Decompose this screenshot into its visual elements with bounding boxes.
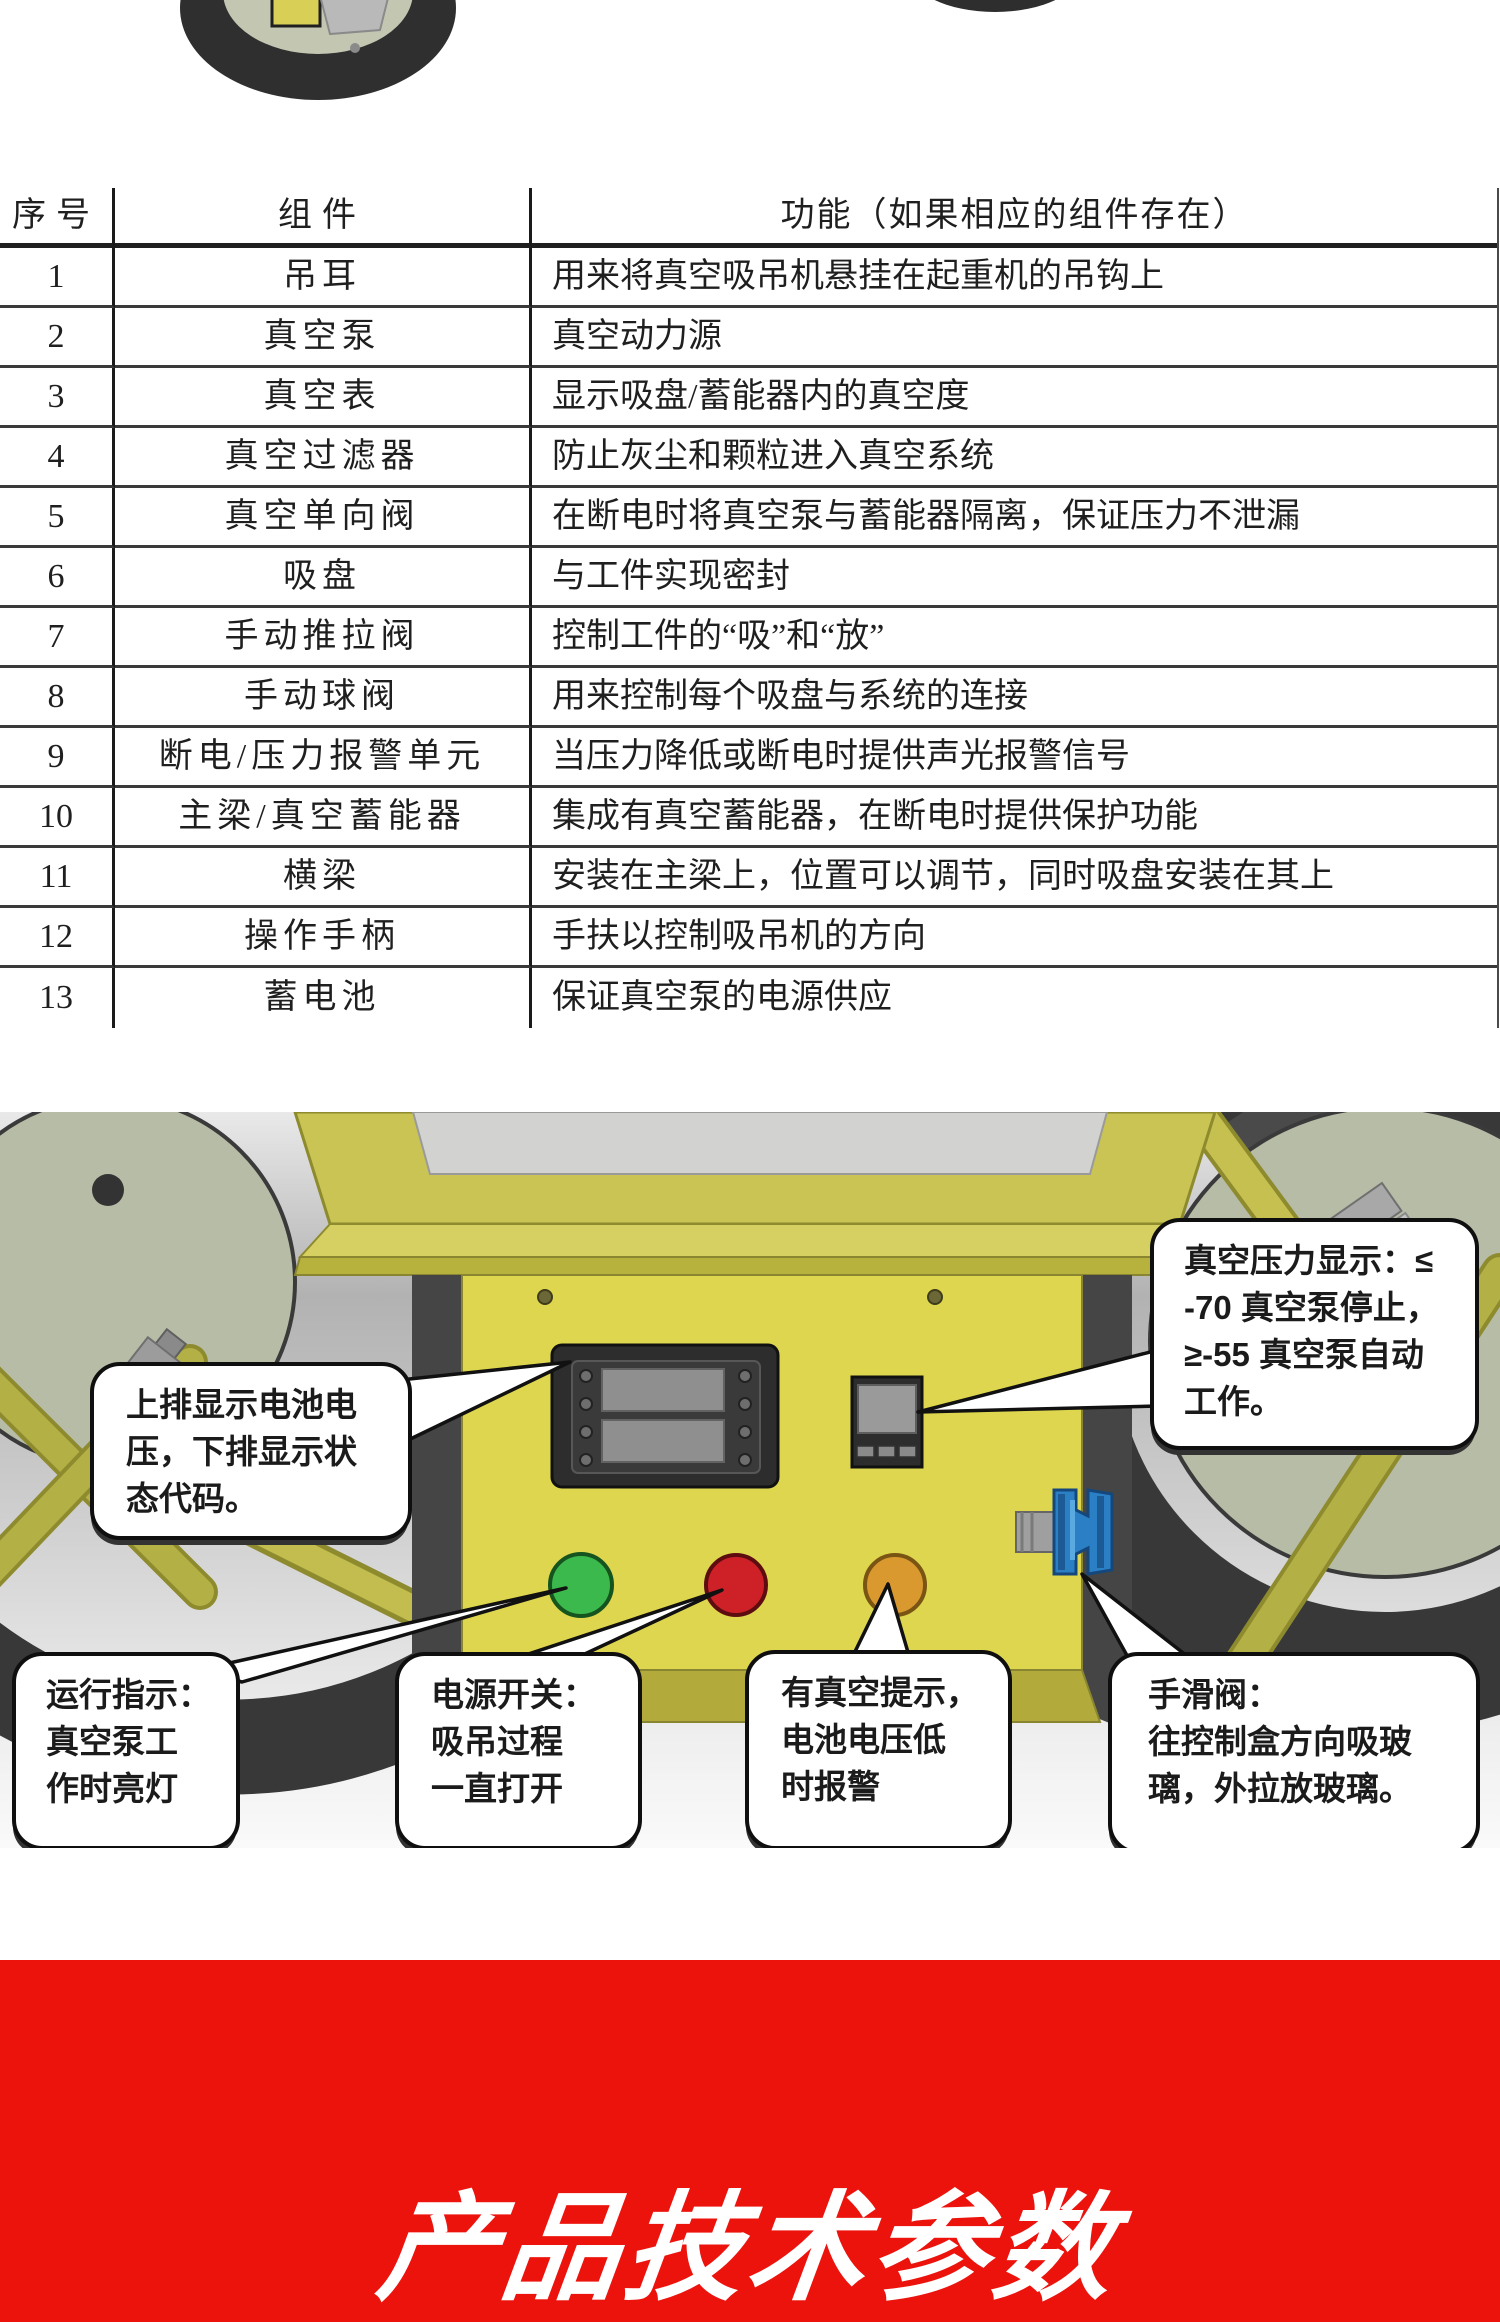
cell-no: 5 [0, 488, 115, 548]
cell-no: 6 [0, 548, 115, 608]
callout-run-indicator: 运行指示： 真空泵工 作时亮灯 [12, 1652, 240, 1848]
cell-no: 1 [0, 248, 115, 308]
table-header-row: 序号 组件 功能（如果相应的组件存在） [0, 188, 1497, 248]
cell-component: 吊耳 [115, 248, 532, 308]
hand-slide-valve [1015, 1488, 1114, 1576]
status-code-screen [601, 1419, 725, 1463]
panel-screw [927, 1289, 943, 1305]
cell-function: 集成有真空蓄能器，在断电时提供保护功能 [532, 788, 1497, 848]
panel-screw [537, 1289, 553, 1305]
table-row: 10 主梁/真空蓄能器 集成有真空蓄能器，在断电时提供保护功能 [0, 788, 1497, 848]
callout-vacuum-pressure: 真空压力显示：≤ -70 真空泵停止， ≥-55 真空泵自动 工作。 [1150, 1218, 1479, 1450]
suction-cup-bracket [320, 0, 389, 36]
cell-function: 手扶以控制吸吊机的方向 [532, 908, 1497, 968]
cell-function: 真空动力源 [532, 308, 1497, 368]
table-row: 7 手动推拉阀 控制工件的“吸”和“放” [0, 608, 1497, 668]
suction-cup-fitting [270, 0, 322, 28]
table-row: 13 蓄电池 保证真空泵的电源供应 [0, 968, 1497, 1028]
table-row: 9 断电/压力报警单元 当压力降低或断电时提供声光报警信号 [0, 728, 1497, 788]
cell-component: 蓄电池 [115, 968, 532, 1028]
section-banner: 产品技术参数 [0, 1960, 1500, 2322]
components-table: 序号 组件 功能（如果相应的组件存在） 1 吊耳 用来将真空吸吊机悬挂在起重机的… [0, 188, 1499, 1028]
table-row: 11 横梁 安装在主梁上，位置可以调节，同时吸盘安装在其上 [0, 848, 1497, 908]
header-component: 组件 [115, 188, 532, 248]
header-no: 序号 [0, 188, 115, 248]
cell-no: 8 [0, 668, 115, 728]
suction-cup-photo [180, 0, 1056, 100]
table-row: 12 操作手柄 手扶以控制吸吊机的方向 [0, 908, 1497, 968]
cell-component: 主梁/真空蓄能器 [115, 788, 532, 848]
cell-function: 用来将真空吸吊机悬挂在起重机的吊钩上 [532, 248, 1497, 308]
cell-function: 与工件实现密封 [532, 548, 1497, 608]
cell-no: 10 [0, 788, 115, 848]
left-cup-hole [92, 1174, 124, 1206]
cell-component: 真空表 [115, 368, 532, 428]
battery-display [550, 1343, 780, 1489]
cell-function: 用来控制每个吸盘与系统的连接 [532, 668, 1497, 728]
section-banner-title: 产品技术参数 [371, 2183, 1126, 2315]
cell-function: 控制工件的“吸”和“放” [532, 608, 1497, 668]
cell-component: 手动推拉阀 [115, 608, 532, 668]
run-indicator-light [548, 1552, 614, 1618]
cell-no: 2 [0, 308, 115, 368]
suction-cup-bolt [350, 43, 360, 53]
header-function: 功能（如果相应的组件存在） [532, 188, 1497, 248]
table-row: 2 真空泵 真空动力源 [0, 308, 1497, 368]
cell-no: 13 [0, 968, 115, 1028]
cell-no: 12 [0, 908, 115, 968]
callout-hand-valve: 手滑阀： 往控制盒方向吸玻 璃，外拉放玻璃。 [1108, 1652, 1480, 1848]
cell-component: 操作手柄 [115, 908, 532, 968]
table-row: 3 真空表 显示吸盘/蓄能器内的真空度 [0, 368, 1497, 428]
callout-vacuum-alert: 有真空提示， 电池电压低 时报警 [745, 1650, 1012, 1848]
table-row: 5 真空单向阀 在断电时将真空泵与蓄能器隔离，保证压力不泄漏 [0, 488, 1497, 548]
cell-component: 真空过滤器 [115, 428, 532, 488]
cell-function: 显示吸盘/蓄能器内的真空度 [532, 368, 1497, 428]
callout-power-switch: 电源开关： 吸吊过程 一直打开 [395, 1652, 642, 1848]
table-row: 8 手动球阀 用来控制每个吸盘与系统的连接 [0, 668, 1497, 728]
table-row: 4 真空过滤器 防止灰尘和颗粒进入真空系统 [0, 428, 1497, 488]
cell-function: 防止灰尘和颗粒进入真空系统 [532, 428, 1497, 488]
cell-no: 11 [0, 848, 115, 908]
cell-no: 3 [0, 368, 115, 428]
table-row: 6 吸盘 与工件实现密封 [0, 548, 1497, 608]
second-cup-sliver [934, 0, 1056, 12]
power-switch-button [704, 1553, 768, 1617]
cell-function: 安装在主梁上，位置可以调节，同时吸盘安装在其上 [532, 848, 1497, 908]
battery-voltage-screen [601, 1368, 725, 1412]
table-row: 1 吊耳 用来将真空吸吊机悬挂在起重机的吊钩上 [0, 248, 1497, 308]
control-box-illustration: 上排显示电池电 压，下排显示状 态代码。 真空压力显示：≤ -70 真空泵停止，… [0, 1112, 1500, 1848]
cell-component: 手动球阀 [115, 668, 532, 728]
product-photo-fragment [0, 0, 1500, 190]
frame-inner-panel [411, 1112, 1109, 1175]
cell-component: 真空泵 [115, 308, 532, 368]
vacuum-pressure-display [850, 1375, 924, 1469]
cell-component: 吸盘 [115, 548, 532, 608]
cell-function: 在断电时将真空泵与蓄能器隔离，保证压力不泄漏 [532, 488, 1497, 548]
cell-component: 断电/压力报警单元 [115, 728, 532, 788]
cell-no: 9 [0, 728, 115, 788]
cell-component: 横梁 [115, 848, 532, 908]
cell-function: 当压力降低或断电时提供声光报警信号 [532, 728, 1497, 788]
cell-function: 保证真空泵的电源供应 [552, 979, 892, 1017]
vacuum-pressure-screen [857, 1384, 917, 1434]
cell-no: 4 [0, 428, 115, 488]
cell-no: 7 [0, 608, 115, 668]
cell-component: 真空单向阀 [115, 488, 532, 548]
callout-display: 上排显示电池电 压，下排显示状 态代码。 [90, 1362, 412, 1540]
main-frame [293, 1112, 1220, 1276]
